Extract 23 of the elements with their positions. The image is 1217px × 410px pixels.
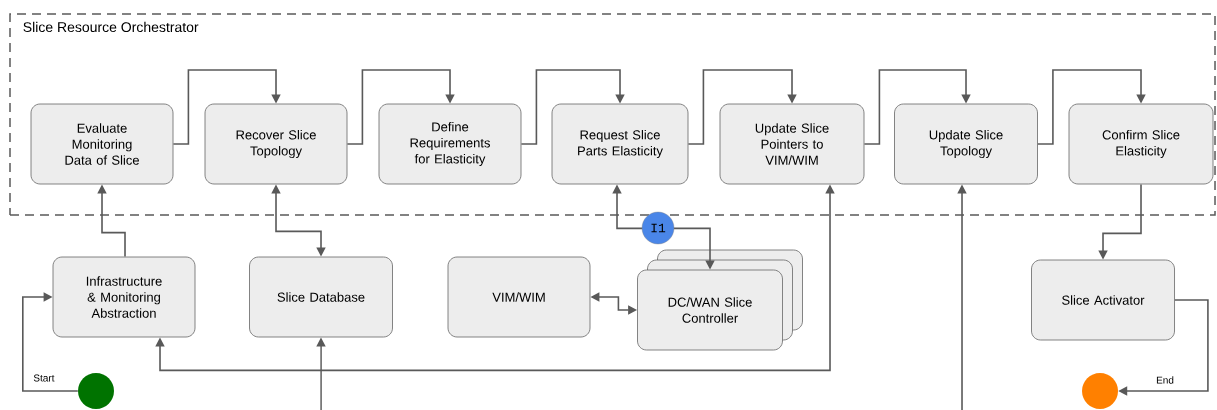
arrow (520, 69, 625, 145)
arrow (346, 69, 455, 145)
process-box: Recover Slice Topology (204, 103, 348, 185)
point-label: Start (33, 374, 55, 382)
process-box: Slice Database (249, 256, 393, 338)
process-box: Evaluate Monitoring Data of Slice (30, 103, 174, 185)
arrow (687, 69, 797, 145)
end-point (1082, 373, 1118, 409)
start-point (78, 373, 114, 409)
process-box: Update Slice Pointers to VIM/WIM (719, 103, 865, 185)
arrow (1037, 69, 1146, 145)
arrow (22, 292, 79, 392)
process-box: Define Requirements for Elasticity (378, 103, 522, 185)
process-box: Update Slice Topology (894, 103, 1038, 185)
stacked-process-box: DC/WAN Slice Controller (637, 249, 803, 351)
process-box: VIM/WIM (447, 256, 591, 338)
process-box: Infrastructure & Monitoring Abstraction (52, 256, 196, 338)
process-box: Slice Activator (1031, 259, 1175, 341)
process-box: Request Slice Parts Elasticity (551, 103, 689, 185)
arrow (172, 69, 281, 145)
point-label: End (1156, 376, 1174, 384)
arrow (863, 69, 971, 145)
process-box: Confirm Slice Elasticity (1068, 103, 1214, 185)
